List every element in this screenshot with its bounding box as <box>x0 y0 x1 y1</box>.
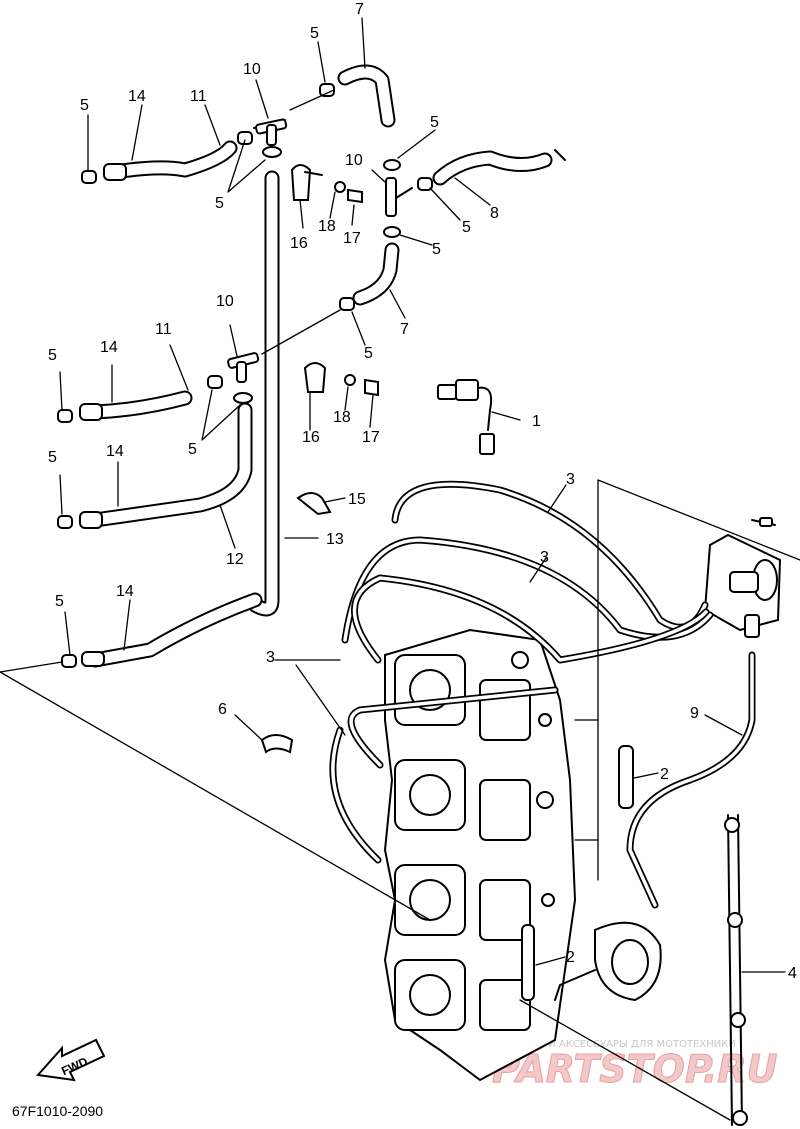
carburetor-assembly <box>383 628 577 1082</box>
callout-3: 3 <box>540 549 549 566</box>
callout-3: 3 <box>266 649 275 666</box>
callout-9: 9 <box>690 705 699 722</box>
callout-2: 2 <box>566 949 575 966</box>
callout-12: 12 <box>226 551 244 568</box>
hose-2-upper <box>618 745 634 809</box>
clip-6 <box>260 734 294 754</box>
callout-15: 15 <box>348 491 366 508</box>
callout-5: 5 <box>80 97 89 114</box>
callout-5: 5 <box>364 345 373 362</box>
callout-7: 7 <box>355 1 364 18</box>
callout-5: 5 <box>462 219 471 236</box>
callout-5: 5 <box>55 593 64 610</box>
callout-5: 5 <box>48 449 57 466</box>
hose-2-lower <box>521 924 535 1001</box>
callout-5: 5 <box>430 114 439 131</box>
callout-13: 13 <box>326 531 344 548</box>
hose-8 <box>432 149 566 186</box>
callout-4: 4 <box>788 965 797 982</box>
leader-lines <box>59 17 786 973</box>
callout-16: 16 <box>302 429 320 446</box>
callout-10: 10 <box>243 61 261 78</box>
solenoid-valve <box>703 517 782 638</box>
callout-11: 11 <box>155 321 172 338</box>
clamp-16-upper <box>290 164 363 204</box>
callout-5: 5 <box>48 347 57 364</box>
callout-10: 10 <box>345 152 363 169</box>
callout-14: 14 <box>128 88 146 105</box>
link-rod-4 <box>724 814 748 1126</box>
wire-harness-1 <box>437 379 495 455</box>
callout-3: 3 <box>566 471 575 488</box>
hose-12 <box>57 402 253 529</box>
hose-9 <box>626 651 756 909</box>
clip-15 <box>296 492 332 516</box>
callout-18: 18 <box>318 218 336 235</box>
callout-7: 7 <box>400 321 409 338</box>
joint-10-right <box>383 159 433 238</box>
callout-17: 17 <box>343 230 361 247</box>
hose-7-lower <box>261 242 400 355</box>
reference-lines <box>0 479 800 1121</box>
joint-10-top <box>253 118 288 158</box>
hose-7-top <box>289 64 396 128</box>
joint-10-middle <box>227 352 260 404</box>
callout-labels: 5 14 11 10 5 7 5 5 10 5 8 5 7 5 16 18 17… <box>48 1 797 982</box>
fwd-arrow-icon: FWD <box>36 1038 106 1082</box>
callout-5: 5 <box>310 25 319 42</box>
hose-14-11-middle <box>57 375 223 423</box>
hoses-3 <box>329 480 714 864</box>
callout-5: 5 <box>188 441 197 458</box>
diagram-code: 67F1010-2090 <box>12 1103 103 1119</box>
callout-11: 11 <box>190 88 207 105</box>
fuel-pump <box>554 921 662 1002</box>
callout-14: 14 <box>106 443 124 460</box>
callout-14: 14 <box>100 339 118 356</box>
clamp-16-lower <box>303 362 379 397</box>
callout-16: 16 <box>290 235 308 252</box>
callout-17: 17 <box>362 429 380 446</box>
callout-6: 6 <box>218 701 227 718</box>
callout-5: 5 <box>432 241 441 258</box>
watermark-brand: PARTSTOP.RU <box>492 1047 778 1091</box>
callout-14: 14 <box>116 583 134 600</box>
callout-18: 18 <box>333 409 351 426</box>
callout-2: 2 <box>660 766 669 783</box>
watermark-tagline: ЗАПЧАСТИ И АКСЕССУАРЫ ДЛЯ МОТОТЕХНИКИ <box>490 1039 736 1050</box>
callout-10: 10 <box>216 293 234 310</box>
hose-14-11-top <box>81 131 253 184</box>
hose-13 <box>247 170 280 617</box>
callout-1: 1 <box>532 413 541 430</box>
callout-8: 8 <box>490 205 499 222</box>
hose-14-bottom <box>61 592 263 668</box>
callout-5: 5 <box>215 195 224 212</box>
